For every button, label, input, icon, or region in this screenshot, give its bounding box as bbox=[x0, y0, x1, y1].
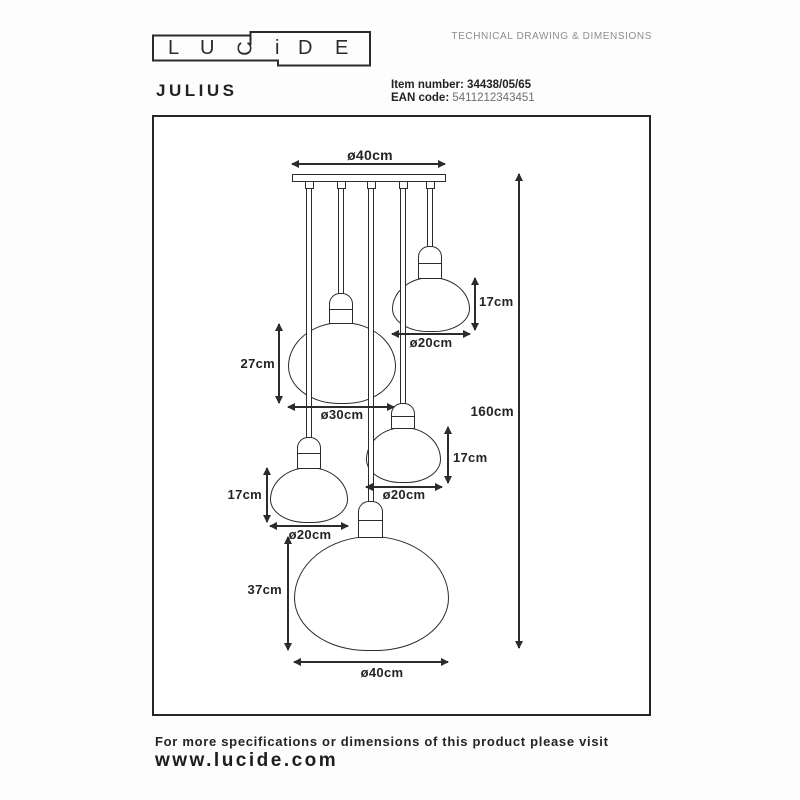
canopy-width-arrow bbox=[291, 160, 446, 167]
item-number-label: Item number: bbox=[391, 79, 464, 91]
diameter-label-mid-left: ø30cm bbox=[320, 407, 364, 422]
ean-code-row: EAN code: 5411212343451 bbox=[391, 92, 535, 104]
cord-connector-1 bbox=[304, 181, 314, 189]
height-arrow-mid-left bbox=[275, 323, 282, 404]
lamp-glass-mid-right bbox=[366, 427, 441, 483]
height-label-top-right: 17cm bbox=[479, 294, 514, 309]
footer-note: For more specifications or dimensions of… bbox=[155, 734, 609, 749]
product-name: JULIUS bbox=[156, 81, 238, 100]
pendant-cord-1 bbox=[306, 189, 312, 438]
cord-connector-2 bbox=[336, 181, 346, 189]
brand-letter-i: i bbox=[275, 37, 280, 59]
height-arrow-mid-right bbox=[444, 426, 451, 484]
height-arrow-bottom bbox=[284, 536, 291, 651]
lamp-socket-top-right bbox=[418, 246, 442, 279]
item-number-row: Item number: 34438/05/65 bbox=[391, 79, 531, 91]
diameter-label-low-left: ø20cm bbox=[288, 527, 332, 542]
diameter-arrow-top-right bbox=[391, 330, 471, 337]
lamp-socket-bottom bbox=[358, 501, 383, 538]
brand-letter-e: E bbox=[335, 37, 349, 59]
total-height-label: 160cm bbox=[470, 404, 514, 419]
height-label-low-left: 17cm bbox=[227, 487, 262, 502]
brand-letter-c: C bbox=[234, 41, 257, 56]
doc-type-label: TECHNICAL DRAWING & DIMENSIONS bbox=[451, 31, 652, 42]
cord-connector-3 bbox=[366, 181, 376, 189]
height-arrow-top-right bbox=[471, 277, 478, 331]
height-label-mid-left: 27cm bbox=[240, 356, 275, 371]
diameter-arrow-mid-right bbox=[365, 483, 443, 490]
brand-letter-l: L bbox=[168, 37, 180, 59]
pendant-cord-2 bbox=[338, 189, 344, 294]
lamp-glass-mid-left bbox=[288, 322, 396, 404]
canopy-width-label: ø40cm bbox=[347, 147, 393, 163]
height-label-mid-right: 17cm bbox=[453, 450, 488, 465]
brand-letter-d: D bbox=[298, 37, 313, 59]
ean-code-value: 5411212343451 bbox=[452, 92, 535, 104]
cord-connector-5 bbox=[425, 181, 435, 189]
lamp-socket-mid-right bbox=[391, 403, 415, 429]
height-label-bottom: 37cm bbox=[247, 582, 282, 597]
pendant-cord-5 bbox=[427, 189, 433, 247]
total-height-arrow bbox=[515, 173, 522, 649]
height-arrow-low-left bbox=[263, 467, 270, 523]
brand-letter-u: U bbox=[200, 37, 215, 59]
footer-website: www.lucide.com bbox=[155, 750, 339, 771]
diameter-label-mid-right: ø20cm bbox=[382, 487, 426, 502]
item-number-value: 34438/05/65 bbox=[467, 79, 531, 91]
ean-code-label: EAN code: bbox=[391, 92, 450, 104]
diameter-label-bottom: ø40cm bbox=[360, 665, 404, 680]
lucide-logo: L U C i D E bbox=[151, 30, 372, 68]
diameter-arrow-mid-left bbox=[287, 403, 395, 410]
pendant-cord-3 bbox=[368, 189, 374, 502]
lamp-socket-low-left bbox=[297, 437, 321, 469]
diameter-label-top-right: ø20cm bbox=[409, 335, 453, 350]
lucide-logo-frame bbox=[152, 31, 371, 67]
pendant-cord-4 bbox=[400, 189, 406, 404]
diameter-arrow-bottom bbox=[293, 658, 449, 665]
lamp-glass-low-left bbox=[270, 467, 348, 523]
cord-connector-4 bbox=[398, 181, 408, 189]
lamp-socket-mid-left bbox=[329, 293, 353, 324]
lamp-glass-bottom bbox=[294, 536, 449, 651]
diameter-arrow-low-left bbox=[269, 522, 349, 529]
